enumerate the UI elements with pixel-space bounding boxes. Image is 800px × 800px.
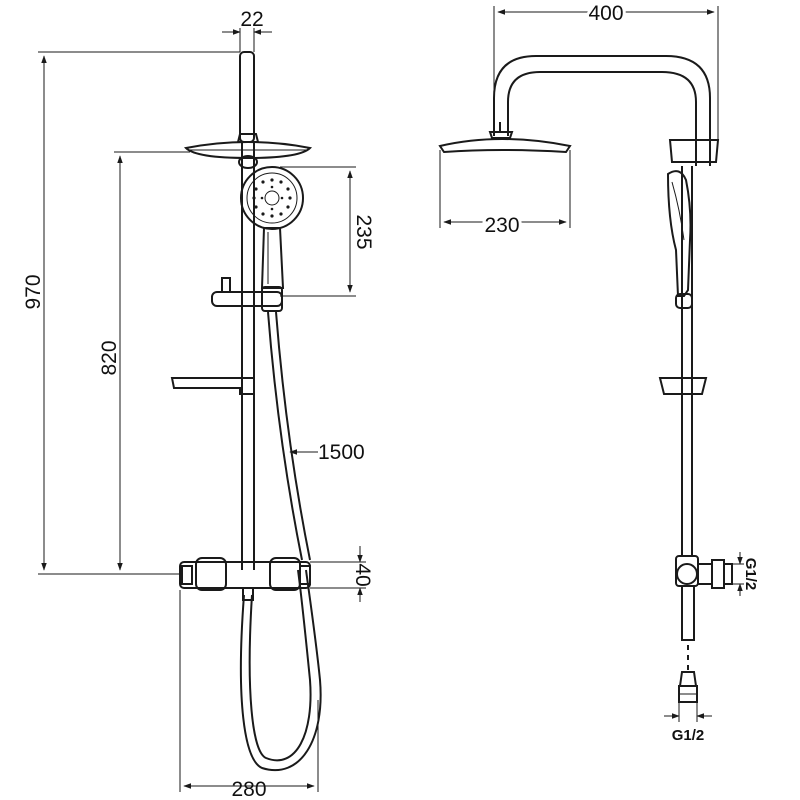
mixer-height-label: 40: [351, 563, 374, 586]
dimension-hand-shower-height: 235: [280, 166, 375, 297]
soap-shelf: [170, 377, 255, 395]
dimension-hose-length: 1500: [289, 441, 365, 464]
hand-shower-side: [666, 170, 693, 309]
wall-bracket: [668, 139, 720, 163]
arm-reach-label: 400: [588, 2, 623, 25]
dimension-pipe-diameter: 22: [222, 8, 272, 52]
dimension-connection-thread: G1/2: [732, 552, 759, 596]
pipe-diameter-label: 22: [240, 8, 263, 31]
shower-rail: [239, 51, 255, 570]
head-height-label: 820: [98, 340, 121, 375]
hose-length-label: 1500: [318, 441, 365, 464]
shower-hose: [239, 311, 322, 771]
outlet-connector: [678, 671, 698, 703]
dimension-outlet-thread: G1/2: [664, 702, 712, 744]
mixer-width-label: 280: [231, 778, 266, 800]
hand-shower-height-label: 235: [352, 214, 375, 249]
hand-shower: [240, 166, 304, 289]
thermostatic-mixer: [179, 557, 311, 601]
outlet-thread-label: G1/2: [672, 727, 705, 744]
soap-shelf-side: [658, 377, 708, 395]
spray-nozzles: [252, 178, 292, 218]
side-view: 400 230 G1/2 G1/2: [438, 0, 759, 744]
rain-shower-head: [183, 133, 313, 169]
diverter-valve: [675, 555, 733, 641]
dimension-mixer-height: 40: [310, 546, 374, 602]
connection-thread-label: G1/2: [742, 558, 759, 591]
total-height-label: 970: [22, 274, 45, 309]
front-view: 22 970 820 235 1500: [22, 8, 375, 800]
slider-holder: [211, 277, 283, 312]
dimension-total-height: 970: [22, 51, 240, 575]
dimension-head-height: 820: [98, 151, 190, 571]
dimension-head-diameter: 230: [439, 150, 571, 240]
head-diameter-label: 230: [484, 214, 519, 237]
shower-arm: [493, 55, 711, 556]
dimension-arm-reach: 400: [493, 0, 719, 140]
dimension-mixer-width: 280: [179, 590, 319, 800]
rain-shower-head-side: [438, 122, 572, 154]
